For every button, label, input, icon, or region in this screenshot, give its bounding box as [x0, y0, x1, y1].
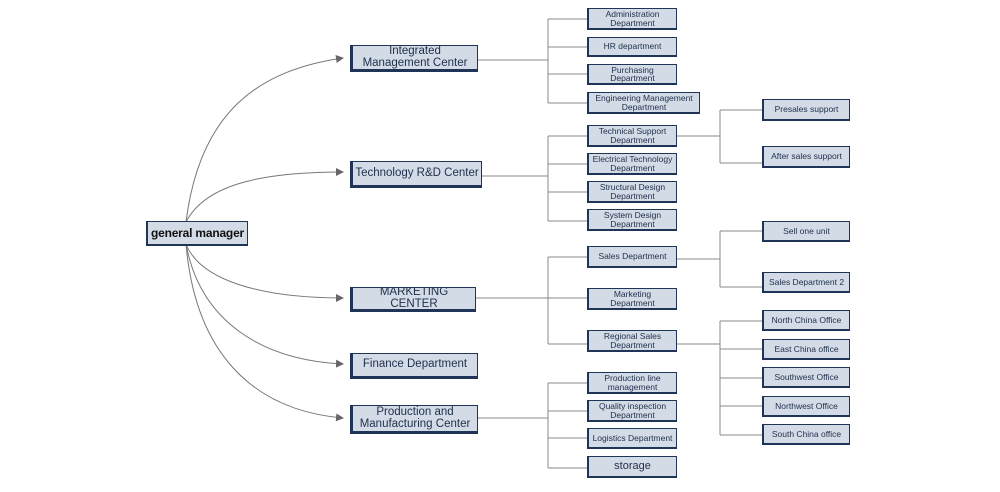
marketing-center-node: MARKETING CENTER — [350, 287, 476, 312]
branch-integrated — [478, 18, 587, 104]
northwest-office-label: Northwest Office — [775, 400, 838, 411]
production-line-management-label: Production line management — [604, 373, 661, 392]
integrated-management-center-node: Integrated Management Center — [350, 45, 478, 72]
presales-support-node: Presales support — [762, 99, 850, 121]
hr-department-node: HR department — [587, 37, 677, 57]
administration-department-node: Administration Department — [587, 8, 677, 30]
electrical-technology-department-label: Electrical Technology Department — [592, 154, 673, 173]
technology-rd-center-node: Technology R&D Center — [350, 161, 482, 188]
branch-marketing — [476, 230, 762, 436]
general-manager-label: general manager — [150, 226, 245, 240]
link-root-finance — [185, 243, 344, 368]
general-manager-node: general manager — [146, 221, 248, 246]
logistics-department-label: Logistics Department — [592, 432, 673, 443]
southwest-office-label: Southwest Office — [774, 371, 839, 382]
engineering-management-department-label: Engineering Management Department — [595, 93, 693, 112]
production-manufacturing-center-label: Production and Manufacturing Center — [359, 406, 471, 430]
sales-department-label: Sales Department — [598, 251, 667, 262]
production-line-management-node: Production line management — [587, 372, 677, 394]
marketing-department-label: Marketing Department — [610, 289, 655, 308]
sell-one-unit-node: Sell one unit — [762, 221, 850, 242]
storage-node: storage — [587, 456, 677, 478]
purchasing-department-node: Purchasing Department — [587, 64, 677, 85]
technology-rd-center-label: Technology R&D Center — [355, 166, 479, 179]
structural-design-department-node: Structural Design Department — [587, 181, 677, 203]
hr-department-label: HR department — [603, 41, 662, 52]
presales-support-label: Presales support — [774, 104, 839, 115]
storage-label: storage — [614, 460, 651, 472]
structural-design-department-label: Structural Design Department — [599, 182, 666, 201]
administration-department-label: Administration Department — [605, 9, 660, 28]
electrical-technology-department-node: Electrical Technology Department — [587, 153, 677, 175]
north-china-office-label: North China Office — [771, 314, 842, 325]
system-design-department-label: System Design Department — [603, 210, 662, 229]
finance-department-label: Finance Department — [362, 358, 468, 371]
quality-inspection-department-label: Quality inspection Department — [598, 401, 667, 420]
link-root-technology — [185, 168, 344, 223]
north-china-office-node: North China Office — [762, 310, 850, 331]
south-china-office-label: South China office — [771, 428, 842, 439]
finance-department-node: Finance Department — [350, 353, 478, 379]
purchasing-department-label: Purchasing Department — [610, 64, 655, 83]
marketing-center-label: MARKETING CENTER — [379, 287, 449, 310]
link-root-integrated — [185, 55, 344, 223]
integrated-management-center-label: Integrated Management Center — [362, 45, 468, 69]
link-root-marketing — [185, 243, 344, 302]
marketing-department-node: Marketing Department — [587, 288, 677, 310]
technical-support-department-label: Technical Support Department — [598, 126, 667, 145]
system-design-department-node: System Design Department — [587, 209, 677, 231]
northwest-office-node: Northwest Office — [762, 396, 850, 417]
sell-one-unit-label: Sell one unit — [783, 225, 830, 236]
after-sales-support-label: After sales support — [771, 151, 842, 162]
logistics-department-node: Logistics Department — [587, 428, 677, 449]
branch-technology — [482, 109, 762, 222]
sales-department-2-label: Sales Department 2 — [768, 276, 845, 287]
link-root-production — [185, 243, 344, 422]
east-china-office-label: East China office — [774, 343, 839, 354]
sales-department-node: Sales Department — [587, 246, 677, 268]
regional-sales-department-node: Regional Sales Department — [587, 330, 677, 352]
southwest-office-node: Southwest Office — [762, 367, 850, 388]
quality-inspection-department-node: Quality inspection Department — [587, 400, 677, 422]
production-manufacturing-center-node: Production and Manufacturing Center — [350, 405, 478, 434]
after-sales-support-node: After sales support — [762, 146, 850, 168]
sales-department-2-node: Sales Department 2 — [762, 272, 850, 293]
east-china-office-node: East China office — [762, 339, 850, 360]
regional-sales-department-label: Regional Sales Department — [603, 331, 662, 350]
engineering-management-department-node: Engineering Management Department — [587, 92, 700, 114]
branch-production — [478, 382, 587, 469]
technical-support-department-node: Technical Support Department — [587, 125, 677, 147]
south-china-office-node: South China office — [762, 424, 850, 445]
